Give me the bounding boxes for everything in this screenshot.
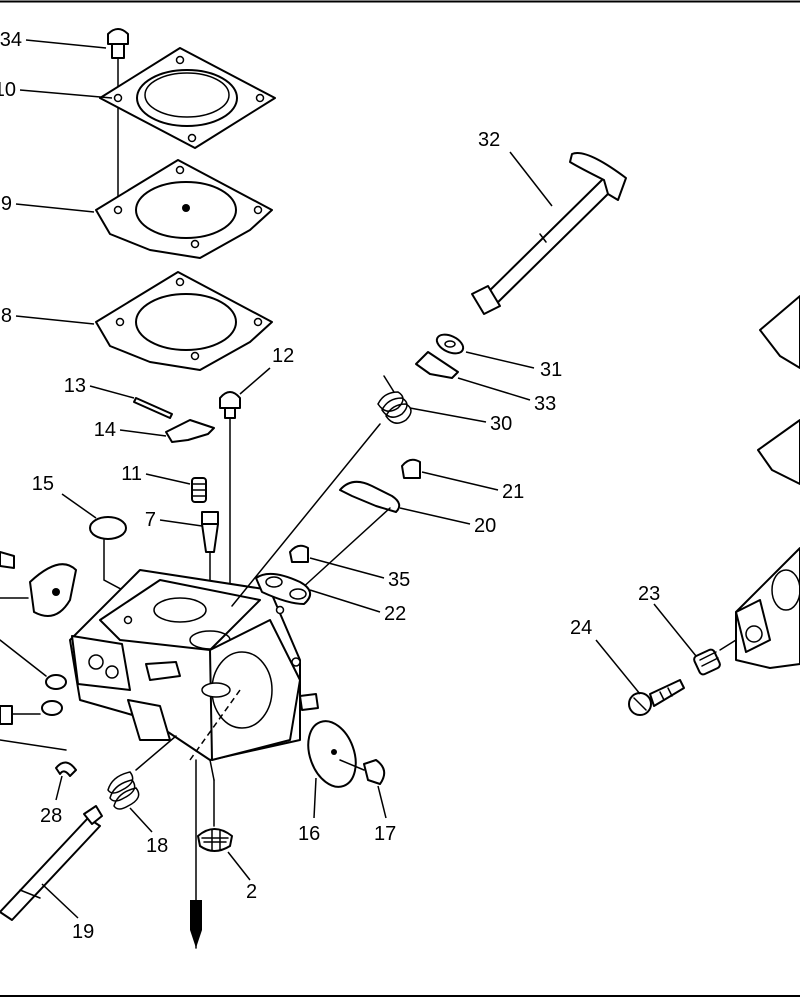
callout-15: 15	[32, 473, 54, 495]
callout-35: 35	[388, 569, 410, 591]
part-35-screw	[289, 544, 309, 563]
part-2-filter-screen	[197, 779, 233, 852]
part-14-lever	[165, 419, 215, 443]
callout-2: 2	[246, 881, 257, 903]
callout-22: 22	[384, 603, 406, 625]
part-20-lever	[299, 480, 401, 591]
callout-8: 8	[1, 305, 12, 327]
callout-labels: 34 10 9 8 13 14 12 11 15 7 32 31 33 30 2…	[0, 29, 660, 943]
callout-9: 9	[1, 193, 12, 215]
callout-24: 24	[570, 617, 592, 639]
part-32-throttle-shaft	[471, 152, 627, 315]
part-33-lever	[415, 351, 459, 379]
part-8-gasket	[95, 271, 273, 371]
callout-16: 16	[298, 823, 320, 845]
part-31-washer	[435, 333, 465, 355]
part-17-screw	[339, 759, 386, 785]
part-13-pin	[133, 397, 173, 419]
part-34-screw	[107, 28, 129, 201]
callout-33: 33	[534, 393, 556, 415]
carburetor-body	[69, 569, 319, 781]
part-23-spring	[693, 639, 737, 676]
callout-23: 23	[638, 583, 660, 605]
part-11-spring	[191, 477, 207, 503]
part-7-needle	[201, 511, 219, 611]
callout-14: 14	[94, 419, 116, 441]
callout-31: 31	[540, 359, 562, 381]
right-side-parts	[735, 295, 800, 669]
part-12-screw	[219, 391, 241, 591]
part-21-screw	[401, 458, 421, 479]
callout-17: 17	[374, 823, 396, 845]
part-30-spring	[231, 375, 412, 607]
callout-28: 28	[40, 805, 62, 827]
callout-12: 12	[272, 345, 294, 367]
callout-10: 10	[0, 79, 16, 101]
callout-18: 18	[146, 835, 168, 857]
callout-20: 20	[474, 515, 496, 537]
callout-30: 30	[490, 413, 512, 435]
callout-34: 34	[0, 29, 22, 51]
callout-19: 19	[72, 921, 94, 943]
part-16-plate	[307, 720, 357, 788]
callout-13: 13	[64, 375, 86, 397]
callout-21: 21	[502, 481, 524, 503]
part-22-gasket	[255, 572, 311, 605]
part-28-clip	[55, 761, 77, 777]
callout-32: 32	[478, 129, 500, 151]
leader-lines	[15, 39, 697, 919]
part-19-shaft	[0, 805, 103, 921]
part-10-cover-plate	[99, 47, 276, 149]
left-side-parts	[0, 551, 77, 751]
part-9-diaphragm	[95, 159, 273, 259]
part-18-spring	[107, 735, 177, 810]
part-24-screw	[628, 679, 685, 716]
callout-11: 11	[121, 463, 142, 485]
callout-7: 7	[145, 509, 156, 531]
fuel-inlet-arrow	[190, 759, 202, 949]
